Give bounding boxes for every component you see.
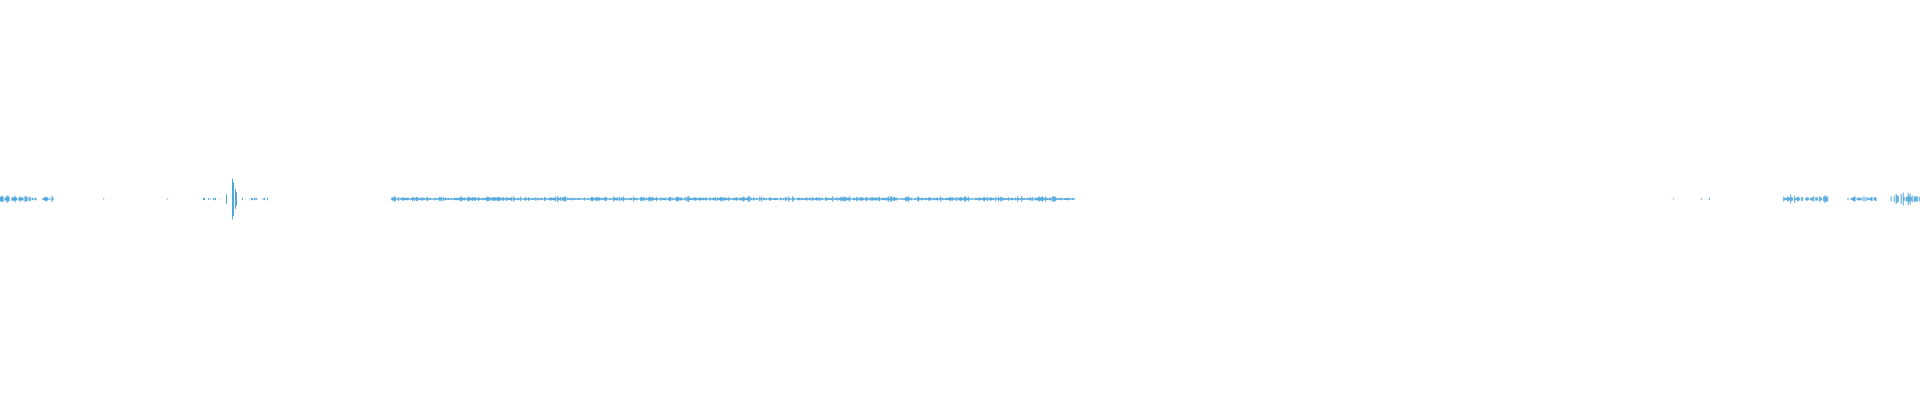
waveform-trace [0, 178, 1920, 220]
